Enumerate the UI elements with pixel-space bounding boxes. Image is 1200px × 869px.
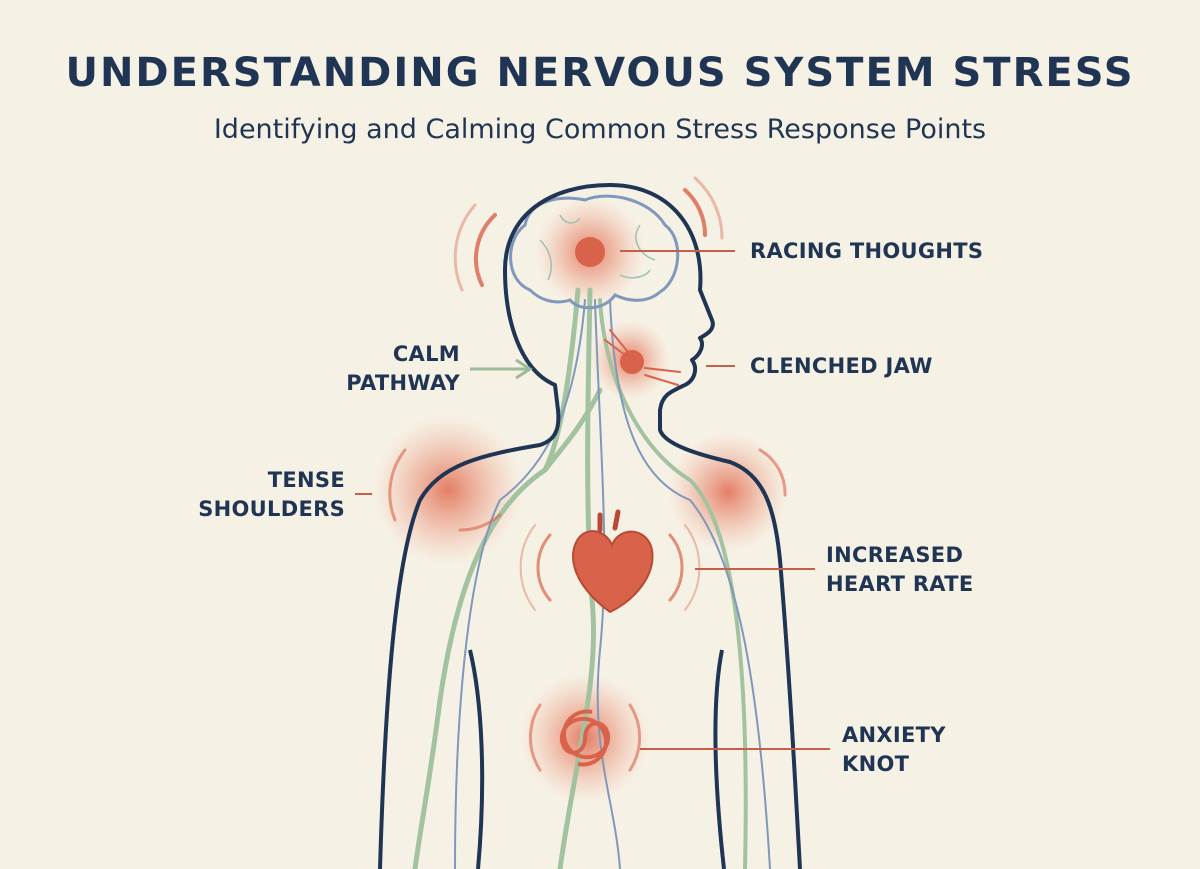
label-increased-heart-rate: INCREASED HEART RATE xyxy=(826,541,974,599)
brain-stress-point xyxy=(575,237,605,267)
heart-vessels xyxy=(597,509,621,533)
label-line: HEART RATE xyxy=(826,572,974,596)
anxiety-knot-icon xyxy=(559,709,611,767)
shoulder-left-glow xyxy=(373,415,523,565)
right-inner-arm xyxy=(713,649,726,869)
label-anxiety-knot: ANXIETY KNOT xyxy=(842,721,946,779)
page-title: UNDERSTANDING NERVOUS SYSTEM STRESS xyxy=(65,50,1135,96)
page-subtitle: Identifying and Calming Common Stress Re… xyxy=(213,114,987,145)
leader-lines xyxy=(355,250,830,750)
label-line: TENSE xyxy=(267,468,345,492)
nerve-pathways xyxy=(412,287,771,869)
label-racing-thoughts: RACING THOUGHTS xyxy=(750,239,984,263)
label-line: PATHWAY xyxy=(346,371,460,395)
heart-icon xyxy=(572,530,654,614)
label-line: INCREASED xyxy=(826,543,964,567)
brain-outline xyxy=(509,194,680,310)
body-outline xyxy=(378,183,802,869)
label-line: CALM xyxy=(392,342,460,366)
jaw-stress-point xyxy=(620,350,644,374)
stress-waves xyxy=(388,176,787,772)
left-inner-arm xyxy=(468,649,485,869)
label-clenched-jaw: CLENCHED JAW xyxy=(750,354,933,378)
label-line: SHOULDERS xyxy=(198,497,345,521)
label-calm-pathway: CALM PATHWAY xyxy=(300,340,460,398)
label-line: KNOT xyxy=(842,752,910,776)
label-line: ANXIETY xyxy=(842,723,946,747)
shoulder-right-glow xyxy=(668,432,788,552)
brain-veins xyxy=(539,214,656,281)
label-tense-shoulders: TENSE SHOULDERS xyxy=(165,466,345,524)
calm-pathway-arrow xyxy=(470,358,533,380)
